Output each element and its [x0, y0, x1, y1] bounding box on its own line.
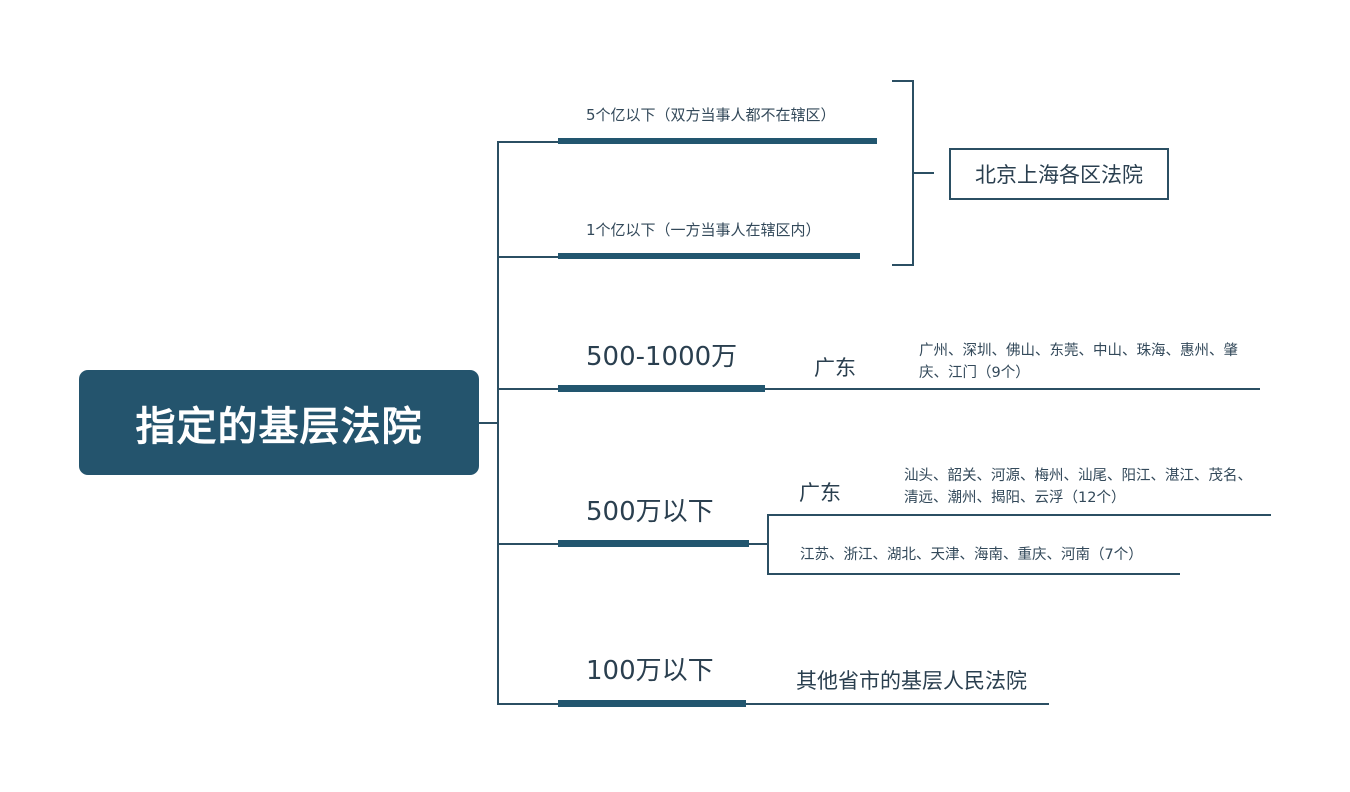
branch4-stem	[497, 543, 559, 545]
branch3-label: 500-1000万	[586, 342, 738, 372]
branch4-cities: 汕头、韶关、河源、梅州、汕尾、阳江、湛江、茂名、清远、潮州、揭阳、云浮（12个）	[904, 468, 1252, 506]
bj-court-label: 北京上海各区法院	[975, 163, 1143, 187]
branch4-provinces: 江苏、浙江、湖北、天津、海南、重庆、河南（7个）	[800, 547, 1143, 563]
branch1-label: 5个亿以下（双方当事人都不在辖区）	[586, 106, 836, 124]
branch3-extension	[765, 388, 1260, 390]
bracket-tick	[914, 172, 934, 174]
root-node: 指定的基层法院	[79, 370, 479, 475]
branch1-underline	[558, 138, 877, 144]
bracket-bottom	[892, 264, 914, 266]
branch5-extension	[746, 703, 1049, 705]
branch5-underline	[558, 700, 746, 707]
branch4-sub2-line	[767, 573, 1180, 575]
branch4-extension	[749, 543, 768, 545]
branch2-stem	[497, 256, 559, 258]
branch4-underline	[558, 540, 749, 547]
branch4-sub1-line	[767, 514, 1271, 516]
branch3-region: 广东	[814, 356, 856, 380]
branch4-label: 500万以下	[586, 497, 714, 527]
branch5-note: 其他省市的基层人民法院	[796, 669, 1027, 693]
bracket-top	[892, 80, 914, 82]
branch3-stem	[497, 388, 559, 390]
branch3-underline	[558, 385, 765, 392]
branch4-region: 广东	[799, 481, 841, 505]
branch5-label: 100万以下	[586, 656, 714, 686]
branch1-stem	[497, 141, 559, 143]
root-connector	[479, 422, 498, 424]
trunk-line	[497, 141, 499, 704]
root-title: 指定的基层法院	[135, 403, 423, 450]
branch2-label: 1个亿以下（一方当事人在辖区内）	[586, 221, 821, 239]
branch3-cities: 广州、深圳、佛山、东莞、中山、珠海、惠州、肇庆、江门（9个）	[919, 343, 1238, 381]
branch2-underline	[558, 253, 860, 259]
branch5-stem	[497, 703, 559, 705]
bj-court-box: 北京上海各区法院	[949, 148, 1169, 200]
branch4-sub-spine	[767, 514, 769, 575]
bracket-spine	[912, 80, 914, 266]
